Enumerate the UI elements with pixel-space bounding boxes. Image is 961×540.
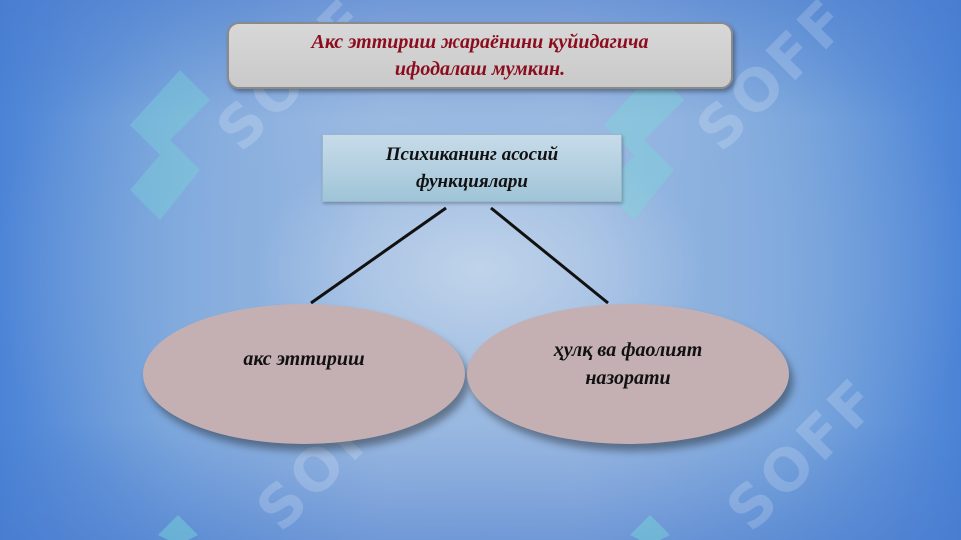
branch-node-label: акс эттириш: [243, 348, 365, 370]
branch-node-reflection: акс эттириш: [143, 304, 465, 444]
title-box: Акс эттириш жараёнини қуйидагича ифодала…: [227, 22, 733, 89]
branch-node-behavior-control: ҳулқ ва фаолият назорати: [467, 304, 789, 444]
center-node: Психиканинг асосий функциялари: [322, 134, 622, 202]
branch-node-label: ҳулқ ва фаолият назорати: [553, 339, 703, 389]
slide-title: Акс эттириш жараёнини қуйидагича ифодала…: [311, 30, 649, 80]
center-node-label: Психиканинг асосий функциялари: [385, 144, 559, 192]
